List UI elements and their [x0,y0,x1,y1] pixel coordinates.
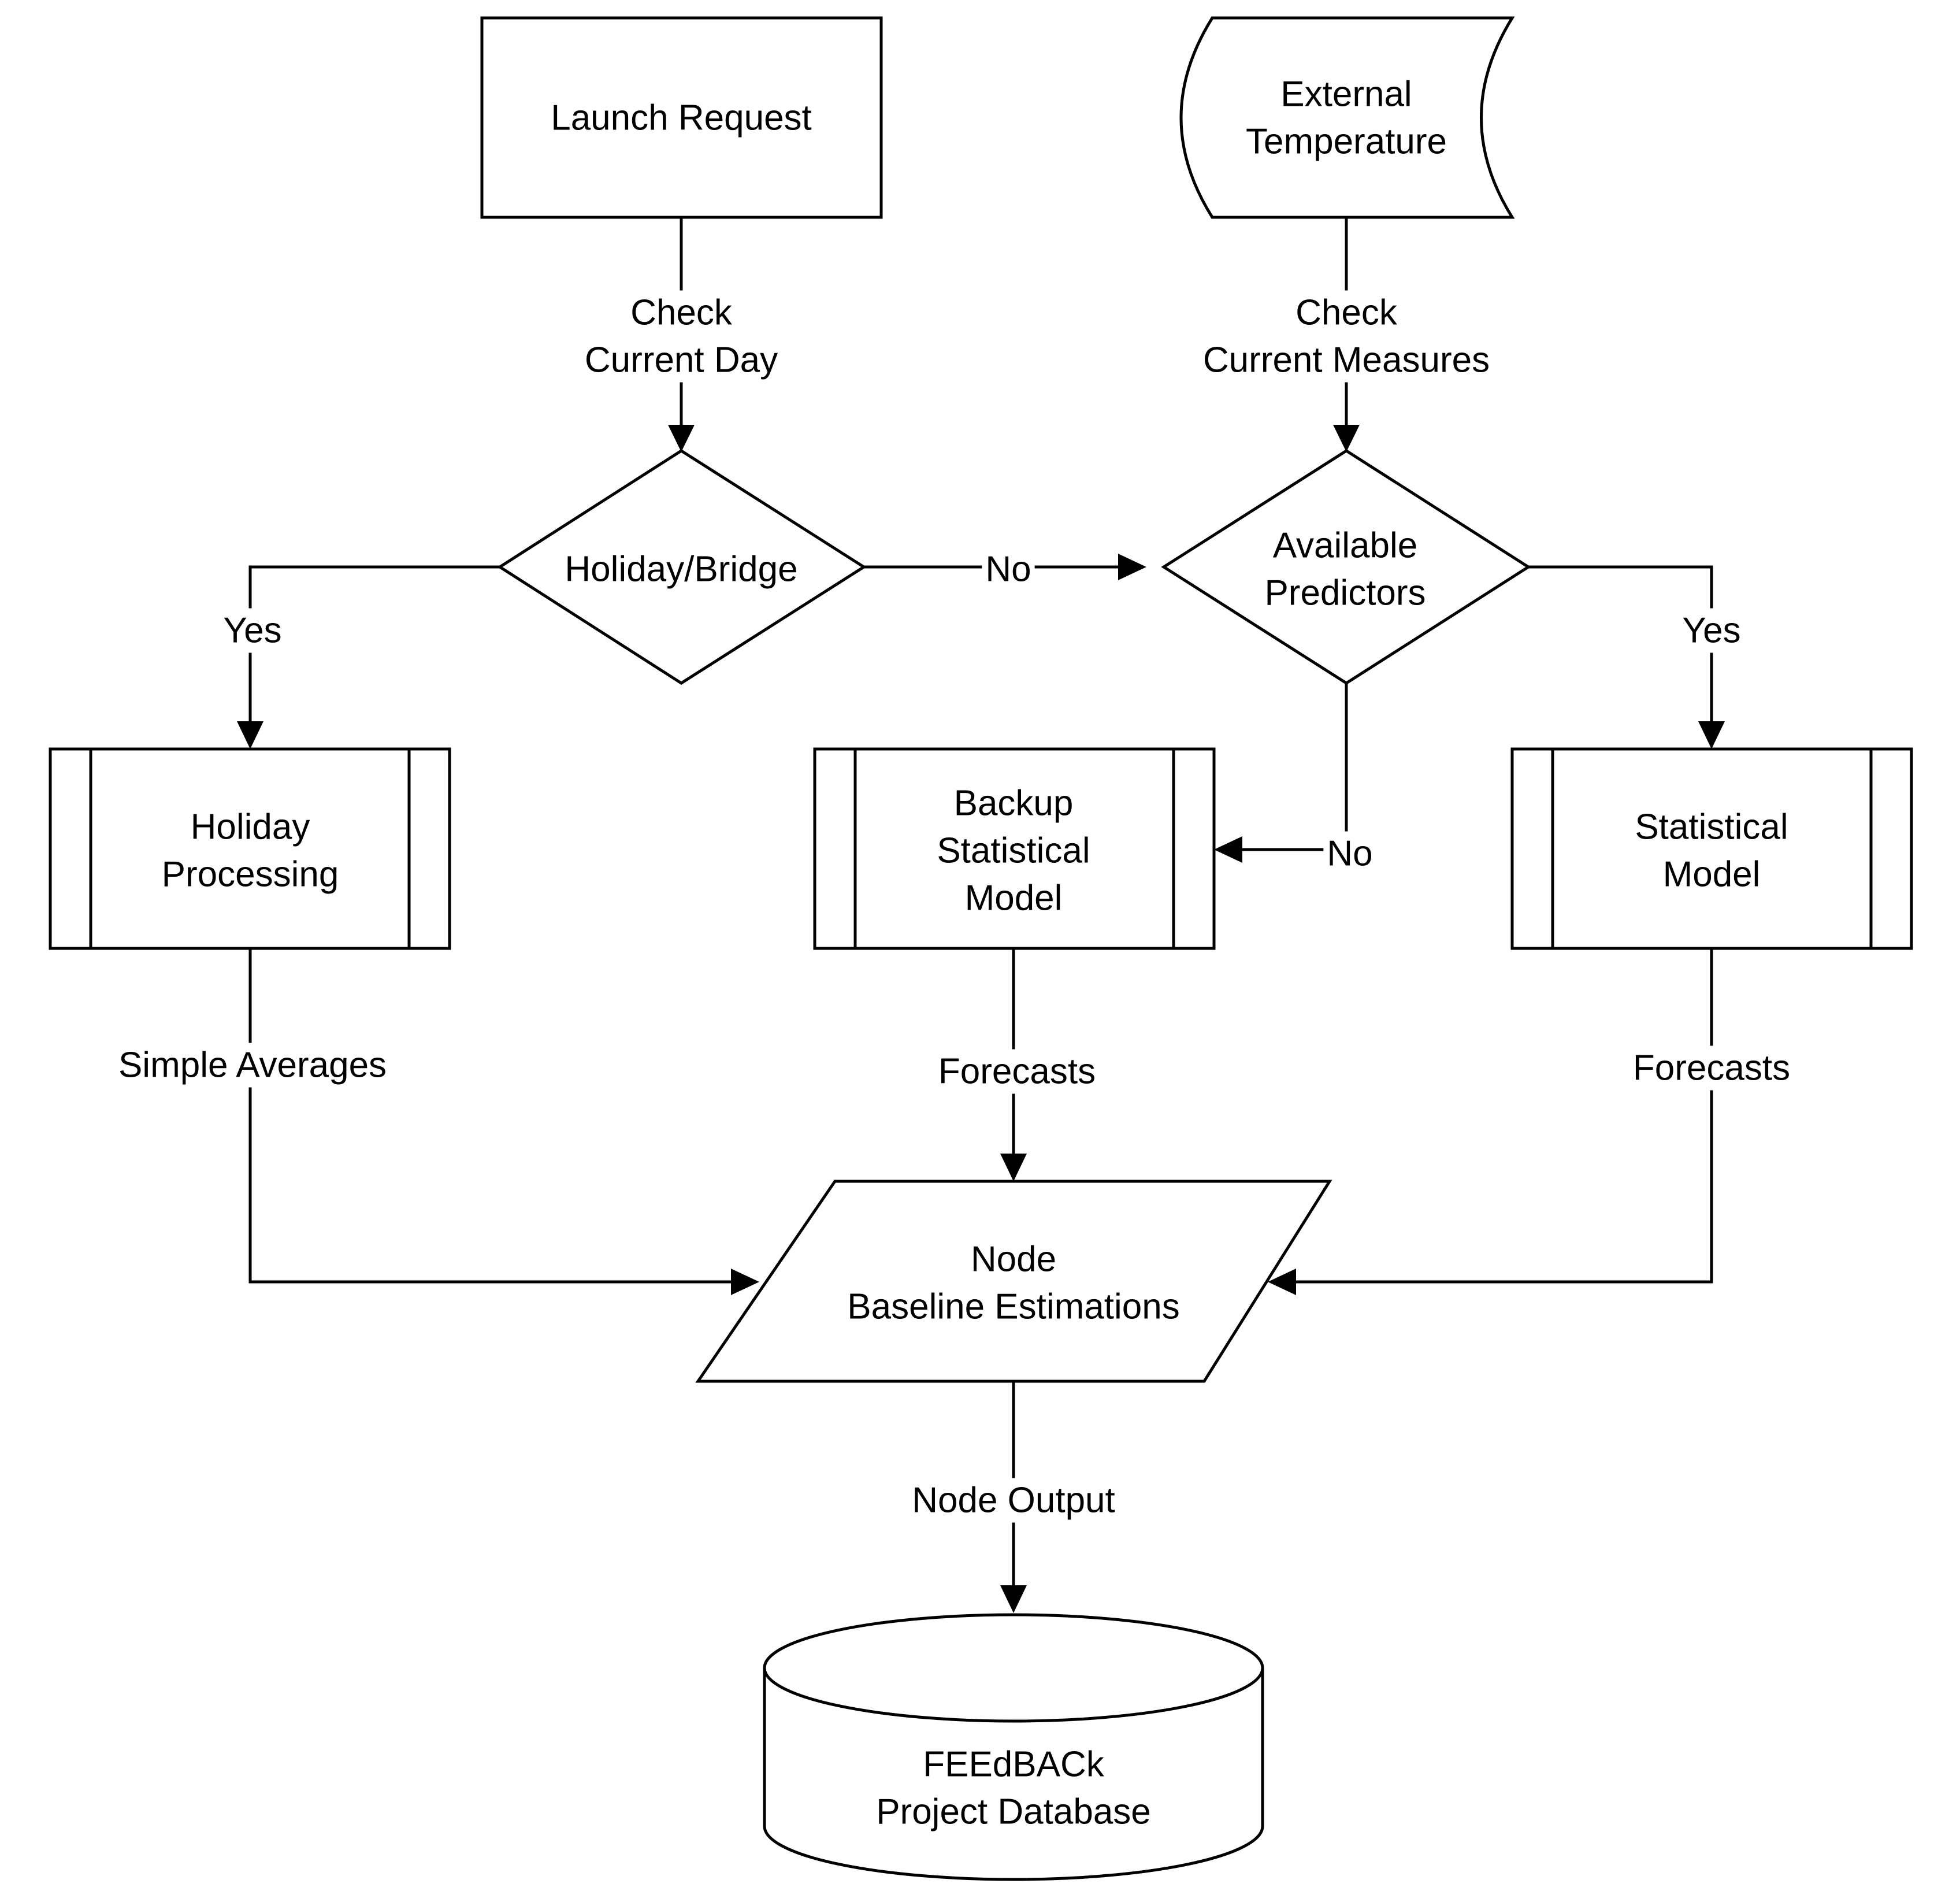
available-predictors-label-line-1: Available [1273,526,1417,566]
predictors-no-label: No [1323,831,1376,876]
edge-forecasts-statistical [1296,948,1713,1284]
arrowhead-check-current-measures [1333,425,1360,452]
holiday-yes-label: Yes [220,608,285,653]
holiday-no-label: No [982,547,1035,592]
holiday-yes-label-background [220,608,285,653]
forecasts-backup-label-line-1: Forecasts [938,1052,1096,1092]
holiday-yes-label-line-1: Yes [223,611,281,651]
launch-request-label-line-1: Launch Request [551,98,812,138]
arrowhead-node-output [1000,1585,1027,1613]
simple-averages-label: Simple Averages [114,1043,391,1088]
holiday-processing-box [49,747,451,950]
node-baseline-estimations-box [695,1180,1332,1383]
holiday-bridge-diamond [497,449,867,685]
arrowhead-forecasts-statistical [1268,1269,1296,1295]
forecasts-backup-label-background [934,1049,1100,1094]
launch-request-label: Launch Request [551,98,812,138]
forecasts-statistical-label-background [1629,1045,1794,1091]
available-predictors-diamond [1161,449,1531,685]
predictors-yes-label-background [1679,608,1744,653]
arrowhead-predictors-no [1214,836,1242,863]
arrowhead-holiday-yes [237,721,263,749]
nodes [49,16,1913,1881]
predictors-yes-label: Yes [1679,608,1744,653]
external-temperature-label-line-2: Temperature [1246,122,1447,162]
node-output-label: Node Output [908,1478,1119,1523]
edge-predictors-yes [1528,565,1713,721]
node-output-label-background [908,1478,1119,1523]
project-database-label-line-2: Project Database [876,1792,1151,1832]
check-current-day-label-line-1: Check [630,293,733,333]
arrowhead-forecasts-backup [1000,1154,1027,1181]
labels: Launch Request ExternalTemperatureHoliday… [114,75,1794,1832]
external-temperature-box [1179,16,1515,219]
backup-statistical-model-label-line-1: Backup [954,784,1074,824]
check-current-measures-label-background [1199,290,1494,383]
statistical-model-label-line-2: Model [1663,855,1761,895]
holiday-no-label-background [982,547,1035,592]
check-current-day-label-line-2: Current Day [585,340,778,380]
check-current-measures-label-line-1: Check [1295,293,1398,333]
predictors-no-label-background [1323,831,1376,876]
project-database-label-line-1: FEEdBACk [923,1745,1105,1785]
available-predictors-label-line-2: Predictors [1264,573,1426,613]
node-baseline-estimations-label-line-1: Node [971,1240,1056,1280]
arrowhead-holiday-no [1118,554,1146,580]
backup-statistical-model-box [813,747,1216,950]
holiday-processing-label-line-1: Holiday [191,807,310,847]
predictors-yes-label-line-1: Yes [1682,611,1740,651]
external-temperature-label-line-1: External [1280,75,1412,114]
edge-simple-averages [248,948,731,1284]
check-current-day-label-background [581,290,782,383]
holiday-no-label-line-1: No [985,550,1031,589]
holiday-bridge-label: Holiday/Bridge [565,550,797,589]
holiday-bridge-label-line-1: Holiday/Bridge [565,550,797,589]
statistical-model-label-line-1: Statistical [1635,807,1788,847]
holiday-processing-label-line-2: Processing [162,855,339,895]
predictors-no-label-line-1: No [1327,834,1372,874]
arrowhead-check-current-day [668,425,695,452]
backup-statistical-model-label-line-2: Statistical [937,831,1090,871]
forecasts-statistical-label: Forecasts [1629,1045,1794,1091]
statistical-model-box [1510,747,1913,950]
launch-request-box [480,16,883,219]
forecasts-statistical-label-line-1: Forecasts [1633,1048,1790,1088]
forecasts-backup-label: Forecasts [934,1049,1100,1094]
edge-predictors-no [1242,683,1348,851]
simple-averages-label-background [114,1043,391,1088]
edge-holiday-yes [248,565,500,721]
node-baseline-estimations-label-line-2: Baseline Estimations [847,1287,1180,1327]
arrowhead-simple-averages [731,1269,759,1295]
arrowhead-predictors-yes [1698,721,1725,749]
node-output-label-line-1: Node Output [912,1481,1115,1521]
project-database-cylinder [763,1613,1264,1881]
simple-averages-label-line-1: Simple Averages [118,1045,387,1085]
check-current-measures-label-line-2: Current Measures [1203,340,1490,380]
backup-statistical-model-label-line-3: Model [965,878,1063,918]
edges [237,217,1725,1613]
